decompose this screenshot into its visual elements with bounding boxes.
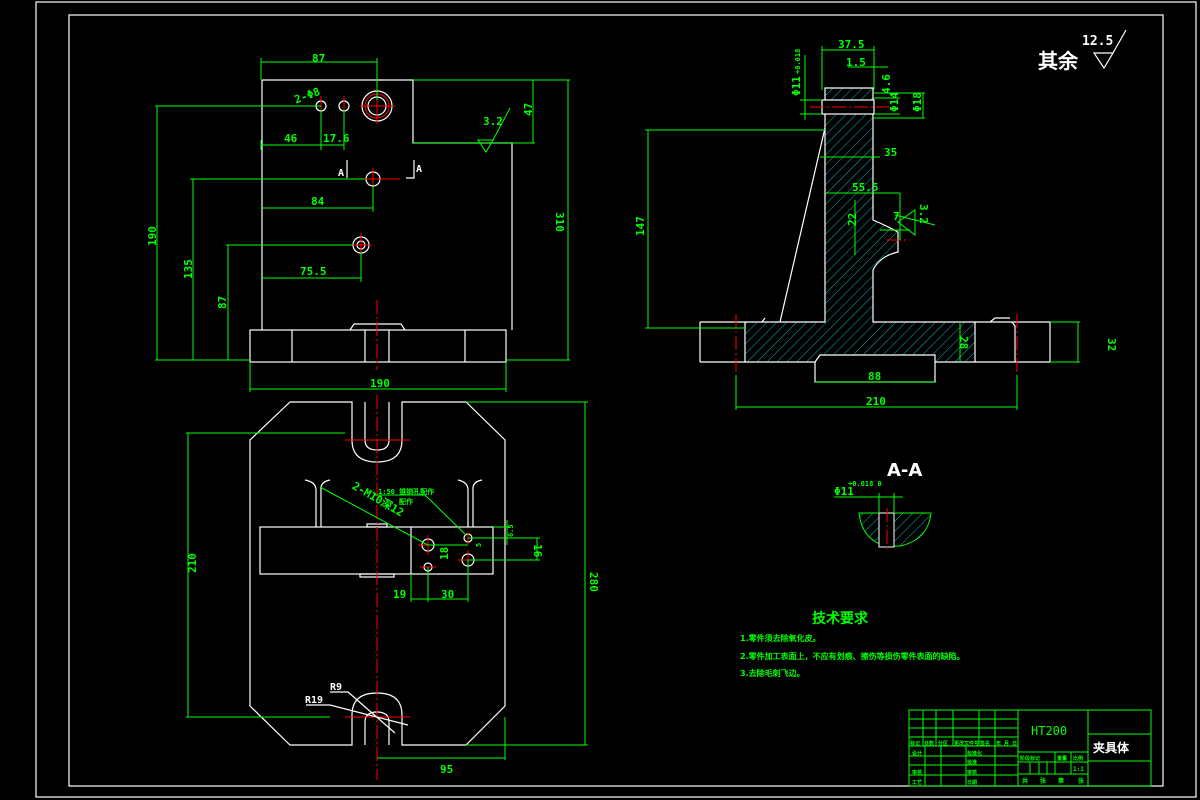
title-hdr-3: 更改文件号: [954, 740, 979, 747]
title-hdr-5: 年 月 日: [996, 740, 1017, 747]
tech-req-item-3: 3.去除毛刺飞边。: [740, 668, 805, 678]
title-hdr-4: 签名: [979, 740, 990, 747]
dim-phi18: Φ18: [911, 92, 924, 112]
dim-210-side: 210: [866, 395, 886, 408]
surface-note-prefix: 其余: [1038, 49, 1079, 73]
title-material: HT200: [1031, 724, 1067, 738]
side-roughness-3-2: 3.2: [917, 204, 930, 224]
title-part-name: 夹具体: [1093, 740, 1130, 755]
title-hdr-2: 分区: [938, 740, 948, 747]
tech-requirements: 技术要求 1.零件须去除氧化皮。 2.零件加工表面上，不应有划痕、擦伤等损伤零件…: [740, 610, 965, 678]
dim-phi11-tol: +0.018: [794, 49, 802, 74]
dim-phi11: Φ11: [790, 76, 803, 96]
dim-147: 147: [634, 216, 647, 236]
dim-16: 16: [531, 544, 544, 558]
dim-46: 46: [284, 132, 298, 145]
title-left-1: 审核: [912, 769, 922, 776]
inner-border: [68, 14, 1164, 787]
title-bottom-1: 张: [1040, 777, 1047, 785]
title-bottom-2: 第: [1057, 777, 1064, 785]
dim-190-h: 190: [370, 377, 390, 390]
dim-7: 7: [893, 210, 900, 223]
dim-87: 87: [312, 52, 325, 65]
dim-r9: R9: [330, 682, 342, 693]
top-pin-sub: 配作: [399, 497, 413, 506]
section-aa: A-A Φ11 +0.018 0: [834, 460, 932, 552]
dim-310: 310: [553, 212, 566, 232]
section-aa-dim: Φ11: [834, 485, 854, 498]
title-mid-3: 日期: [967, 779, 977, 786]
dim-28: 28: [957, 336, 970, 349]
section-aa-tol: +0.018 0: [848, 480, 882, 488]
outer-border: [35, 1, 1197, 798]
dim-35: 35: [884, 146, 897, 159]
top-hole-label: 2-M10深12: [350, 479, 407, 520]
dim-95: 95: [440, 763, 453, 776]
dim-88: 88: [868, 370, 881, 383]
title-block: HT200 夹具体 标记 处数 分区 更改文件号 签名 年 月 日 设计 审核 …: [908, 709, 1152, 787]
section-aa-title: A-A: [887, 460, 922, 481]
dim-1-5: 1.5: [846, 56, 866, 69]
title-mid-2: 审核: [967, 769, 977, 776]
title-left-0: 设计: [912, 750, 922, 757]
dim-55-5: 55.5: [852, 181, 879, 194]
dim-18: 18: [438, 547, 451, 560]
dim-190-v: 190: [146, 226, 159, 246]
dim-4-6: 4.6: [880, 74, 893, 94]
roughness-3-2: 3.2: [483, 115, 503, 128]
top-view: 210 280 2-M10深12 1:50 锥销孔配作 配作 19 30 16 …: [186, 395, 600, 780]
dim-84: 84: [311, 195, 325, 208]
surface-finish-note: 其余 12.5: [1038, 29, 1127, 73]
title-hdr-1: 处数: [923, 740, 935, 747]
title-scale: 1:1: [1073, 766, 1084, 773]
dim-19: 19: [393, 588, 406, 601]
dim-6-5: 6.5: [507, 524, 515, 537]
surface-note-roughness: 12.5: [1082, 34, 1113, 49]
section-mark-a-right: A: [416, 164, 422, 175]
dim-17-6: 17.6: [323, 132, 350, 145]
dim-75-5: 75.5: [300, 265, 327, 278]
title-bottom-3: 张: [1078, 777, 1085, 785]
title-mid-1: 批准: [967, 759, 977, 766]
section-mark-a-left: A: [338, 168, 344, 179]
title-left-2: 工艺: [912, 779, 922, 786]
title-mid-0: 标准化: [966, 750, 982, 757]
dim-22: 22: [846, 213, 859, 226]
dim-5: 5: [475, 543, 483, 547]
dim-135: 135: [182, 259, 195, 279]
dim-r19: R19: [305, 695, 323, 706]
tech-req-item-2: 2.零件加工表面上，不应有划痕、擦伤等损伤零件表面的缺陷。: [740, 651, 965, 661]
front-view: 87 2-Φ8 46 17.6 3.2 47 84 75.5 190 135 8…: [146, 52, 570, 392]
dim-47: 47: [522, 103, 535, 116]
title-stage-1: 重量: [1057, 755, 1067, 762]
top-pin-label: 1:50 锥销孔配作: [378, 487, 434, 496]
dim-phi14: Φ14: [888, 92, 901, 112]
side-view: 37.5 1.5 Φ11 +0.018 4.6 Φ14 Φ18 35 147 5…: [634, 38, 1118, 410]
dim-30: 30: [441, 588, 454, 601]
title-bottom-0: 共: [1022, 777, 1028, 785]
tech-req-title: 技术要求: [812, 610, 869, 627]
tech-req-item-1: 1.零件须去除氧化皮。: [740, 633, 821, 643]
dim-37-5: 37.5: [838, 38, 865, 51]
dim-32: 32: [1105, 338, 1118, 351]
title-stage-2: 比例: [1073, 755, 1083, 762]
dim-87-v: 87: [216, 296, 229, 309]
dim-280: 280: [587, 572, 600, 592]
title-hdr-0: 标记: [909, 740, 920, 747]
dim-210-top: 210: [186, 553, 199, 573]
title-stage-0: 阶段标记: [1020, 755, 1040, 762]
